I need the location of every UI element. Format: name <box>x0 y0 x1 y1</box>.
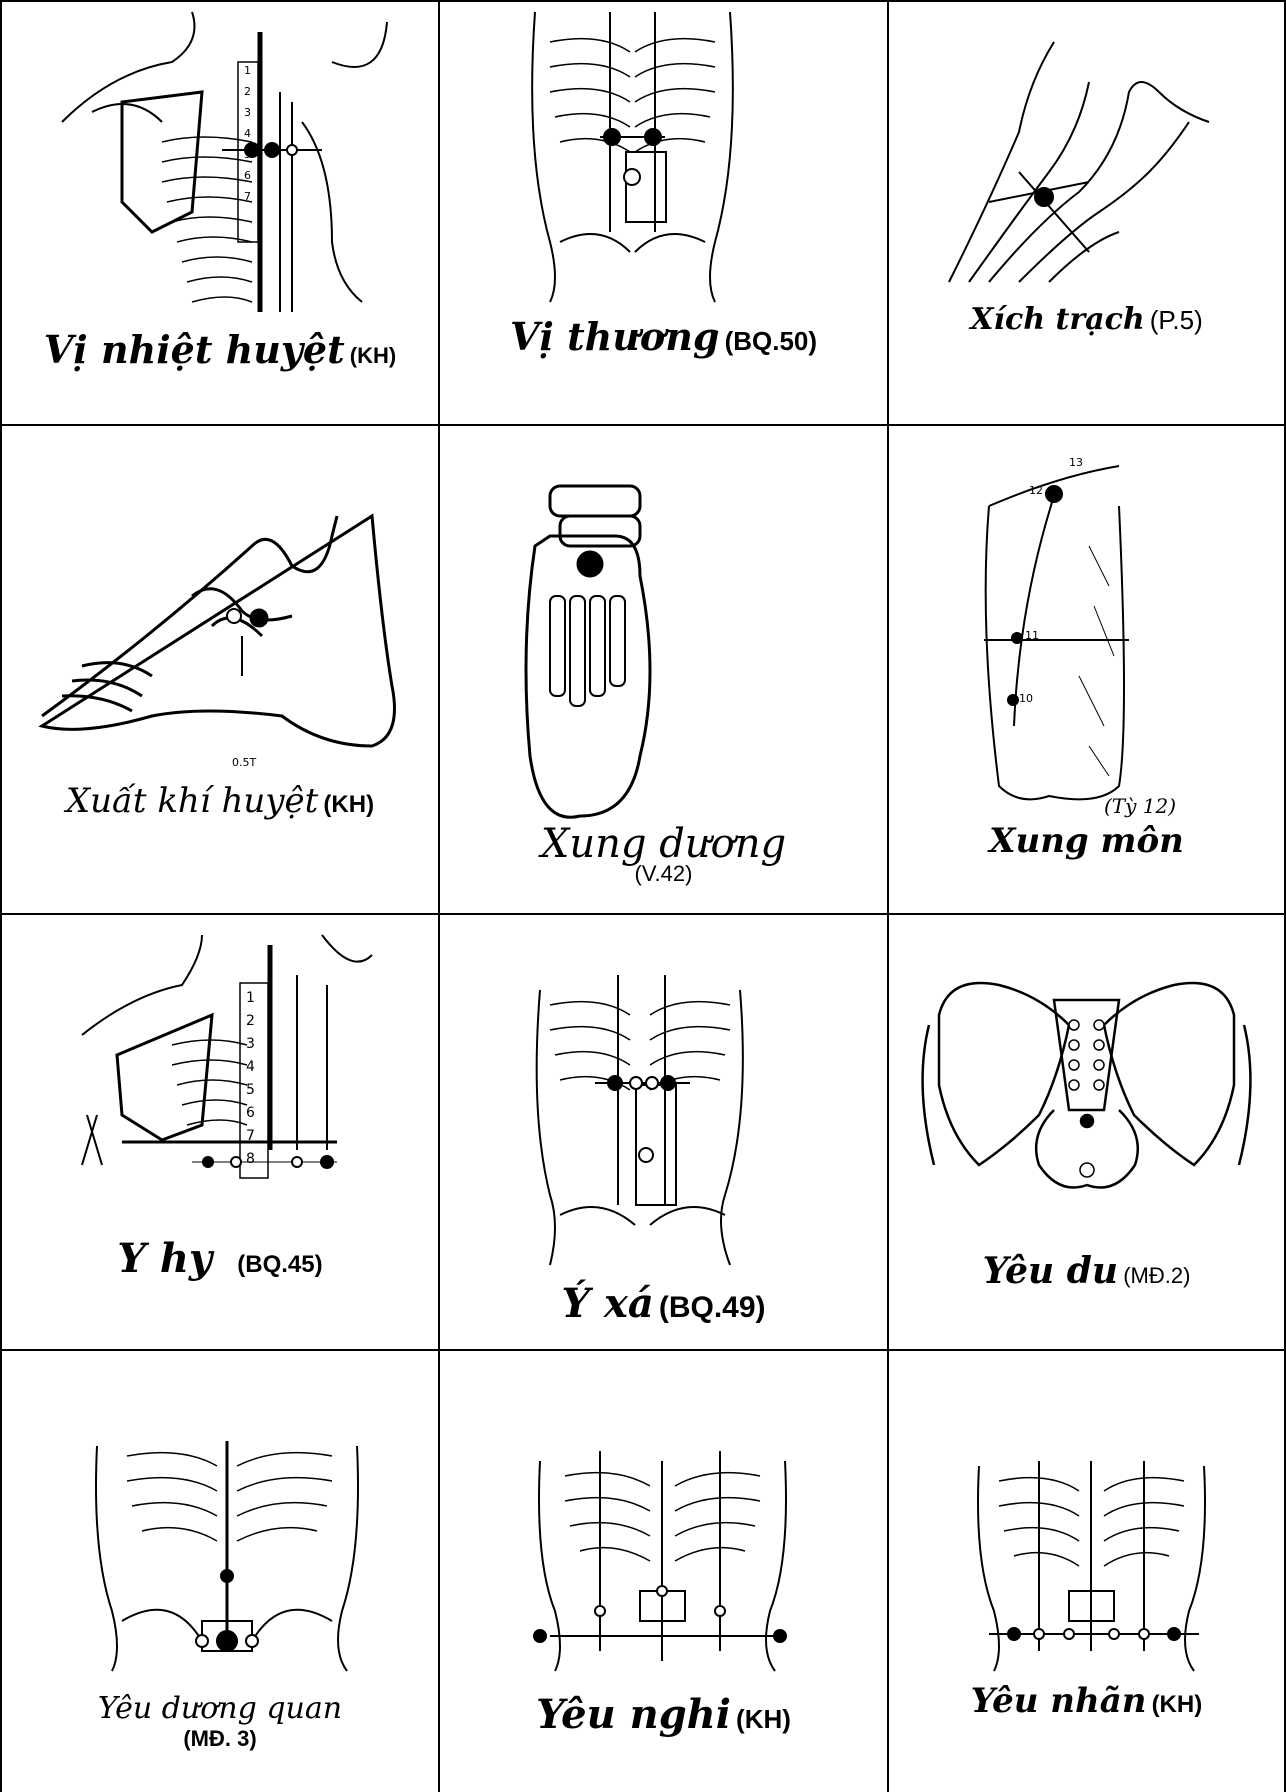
point-name: Xung môn <box>989 821 1184 861</box>
point-code: (Tỳ 12) <box>1104 794 1176 818</box>
cell-yeu-du: Yêu du (MĐ.2) <box>889 915 1284 1349</box>
point-caption: Y hy (BQ.45) <box>2 1235 438 1282</box>
point-caption: Yêu nghi (KH) <box>440 1691 887 1738</box>
point-code: (V.42) <box>440 861 887 887</box>
point-caption: Vị thương (BQ.50) <box>440 314 887 359</box>
point-name: Xích trạch <box>970 302 1144 337</box>
cell-yeu-duong-quan: Yêu dương quan (MĐ. 3) <box>2 1351 438 1792</box>
point-caption: Ý xá (BQ.49) <box>440 1280 887 1327</box>
lumbar-back-illustration <box>889 1351 1284 1792</box>
cell-xung-duong: Xung dương (V.42) <box>440 426 887 913</box>
cell-yeu-nghi: Yêu nghi (KH) <box>440 1351 887 1792</box>
point-caption: Yêu dương quan (MĐ. 3) <box>2 1691 438 1752</box>
point-caption: Xích trạch (P.5) <box>889 302 1284 337</box>
cell-xich-trach: Xích trạch (P.5) <box>889 2 1284 424</box>
point-caption: Xuất khí huyệt (KH) <box>2 781 438 821</box>
point-code: (MĐ. 3) <box>2 1726 438 1752</box>
point-code: (KH) <box>323 791 374 818</box>
cell-xung-mon: 13 12 11 10 (Tỳ 12) Xung môn <box>889 426 1284 913</box>
point-name: Vị nhiệt huyệt <box>44 327 345 372</box>
point-code: (BQ.50) <box>725 326 817 356</box>
point-name: Xuất khí huyệt <box>66 781 318 821</box>
point-name: Yêu du <box>983 1250 1119 1292</box>
foot-side-illustration <box>2 426 438 913</box>
point-name: Yêu dương quan <box>2 1691 438 1726</box>
point-name: Vị thương <box>510 314 720 359</box>
spine-back-illustration <box>440 2 887 424</box>
cell-yeu-nhan: Yêu nhãn (KH) <box>889 1351 1284 1792</box>
shoulder-back-illustration <box>2 915 438 1349</box>
point-code: (MĐ.2) <box>1123 1263 1190 1288</box>
point-code: (KH) <box>1152 1691 1203 1718</box>
elbow-illustration <box>889 2 1284 424</box>
point-code: (P.5) <box>1150 305 1203 335</box>
measure-label: 0.5T <box>232 756 256 769</box>
cell-y-xa: Ý xá (BQ.49) <box>440 915 887 1349</box>
point-code: (BQ.49) <box>659 1291 766 1324</box>
point-code: (KH) <box>350 343 396 368</box>
cell-xuat-khi-huyet: 0.5T Xuất khí huyệt (KH) <box>2 426 438 913</box>
point-code: (KH) <box>736 1704 791 1734</box>
point-code: (BQ.45) <box>237 1251 322 1278</box>
point-name: Y hy <box>117 1235 212 1282</box>
thigh-point-label-13: 13 <box>1069 456 1083 469</box>
point-caption: Vị nhiệt huyệt (KH) <box>2 327 438 372</box>
point-caption: Yêu nhãn (KH) <box>889 1681 1284 1721</box>
thigh-point-label-10: 10 <box>1019 692 1033 705</box>
point-name: Ý xá <box>561 1280 653 1327</box>
point-caption: Xung môn <box>889 821 1284 861</box>
point-caption: Yêu du (MĐ.2) <box>889 1250 1284 1292</box>
point-name: Yêu nhãn <box>971 1681 1147 1721</box>
cell-vi-thuong: Vị thương (BQ.50) <box>440 2 887 424</box>
thigh-point-label-11: 11 <box>1025 629 1039 642</box>
thigh-point-label-12: 12 <box>1029 484 1043 497</box>
point-caption: Xung dương (V.42) <box>440 821 887 887</box>
point-name: Yêu nghi <box>536 1691 731 1738</box>
